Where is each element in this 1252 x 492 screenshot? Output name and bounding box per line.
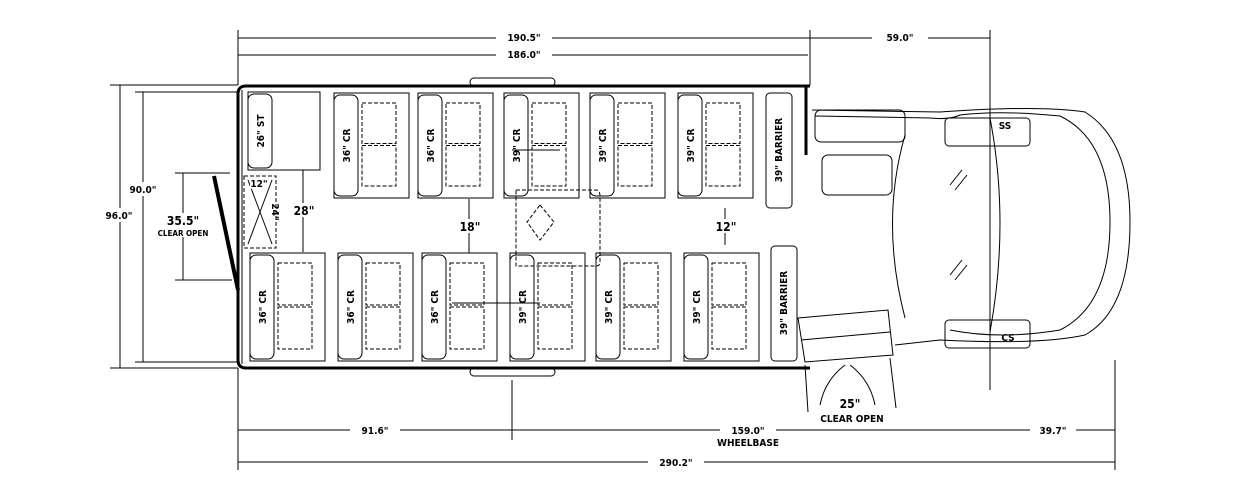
- lift-width: 12": [250, 179, 267, 190]
- seat-label: 39" CR: [686, 128, 697, 162]
- seat-label: 36" CR: [430, 290, 441, 324]
- seat-bottom-3: 36" CR: [421, 252, 498, 362]
- rear-lift: [243, 175, 277, 249]
- seating-layout: 26" ST 36" CR 36" CR 39" CR 39" CR 39" CR 36" …: [247, 91, 760, 362]
- left-dimensions: 96.0" 90.0" 35.5" CLEAR OPEN: [100, 84, 240, 369]
- engine-cover: [821, 154, 893, 196]
- wheelbase-label: WHEELBASE: [717, 438, 779, 449]
- seat-bottom-1: 36" CR: [249, 252, 326, 362]
- seat-bottom-2: 36" CR: [337, 252, 414, 362]
- front-overhang-dimension: 59.0": [887, 33, 914, 44]
- entry-step: [797, 309, 894, 363]
- entry-door-note: CLEAR OPEN: [820, 414, 883, 425]
- bus-body: 12" 24" 28" 18" 12": [236, 77, 810, 377]
- seat-top-1: 26" ST: [247, 91, 321, 171]
- seat-top-4: 39" CR: [503, 92, 580, 199]
- lift-depth: 24": [269, 203, 280, 220]
- aisle-front-dimension: 12": [716, 220, 737, 234]
- driver-seat-label: SS: [999, 121, 1012, 132]
- seat-top-6: 39" CR: [677, 92, 754, 199]
- overall-length-dimension: 290.2": [659, 458, 692, 469]
- wheelchair-position: [526, 204, 555, 241]
- seat-label: 39" CR: [518, 290, 529, 324]
- wheelbase-dimension: 159.0": [731, 426, 764, 437]
- seat-label: 39" CR: [598, 128, 609, 162]
- passenger-seat-label: CS: [1001, 333, 1014, 344]
- top-dimensions: 190.5" 59.0" 186.0": [237, 30, 991, 390]
- barrier-bottom: 39" BARRIER: [770, 245, 798, 362]
- barrier-top-label: 39" BARRIER: [774, 118, 785, 183]
- seat-top-2: 36" CR: [333, 92, 410, 199]
- seat-label: 36" CR: [258, 290, 269, 324]
- seat-label: 39" CR: [512, 128, 523, 162]
- rear-door-note: CLEAR OPEN: [158, 229, 209, 238]
- seat-label: 36" CR: [426, 128, 437, 162]
- seat-bottom-4: 39" CR: [509, 252, 586, 362]
- seat-label: 39" CR: [692, 290, 703, 324]
- rear-door: [212, 175, 240, 291]
- barrier-top: 39" BARRIER: [765, 92, 793, 209]
- passenger-seat: [944, 319, 1031, 349]
- seat-bottom-6: 39" CR: [683, 252, 760, 362]
- front-to-axle-dimension: 39.7": [1040, 426, 1067, 437]
- overall-body-dimension: 190.5": [507, 33, 540, 44]
- seat-label: 26" ST: [256, 114, 267, 148]
- interior-width-dimension: 90.0": [130, 185, 157, 196]
- rear-to-axle-dimension: 91.6": [362, 426, 389, 437]
- bottom-dimensions: 91.6" 159.0" WHEELBASE 39.7" 290.2": [237, 360, 1116, 470]
- seat-label: 39" CR: [604, 290, 615, 324]
- seat-bottom-5: 39" CR: [595, 252, 672, 362]
- entry-door-width: 25": [840, 397, 861, 411]
- aisle-rear-dimension: 28": [294, 204, 315, 218]
- rear-door-width: 35.5": [167, 214, 199, 228]
- driver-seat: [944, 117, 1031, 147]
- interior-length-dimension: 186.0": [507, 50, 540, 61]
- seat-top-3: 36" CR: [417, 92, 494, 199]
- seat-label: 36" CR: [342, 128, 353, 162]
- overall-width-dimension: 96.0": [106, 211, 133, 222]
- barrier-bottom-label: 39" BARRIER: [779, 271, 790, 336]
- seat-label: 36" CR: [346, 290, 357, 324]
- aisle-mid-dimension: 18": [460, 220, 481, 234]
- cab: SS CS 25" CLEAR OPEN: [797, 108, 1131, 425]
- seat-top-5: 39" CR: [589, 92, 666, 199]
